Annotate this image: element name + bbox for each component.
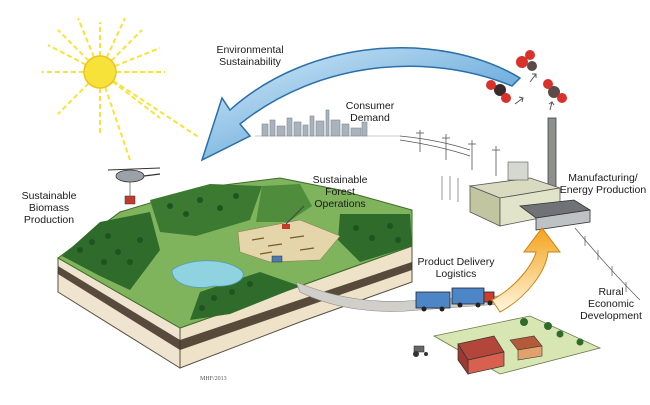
label-sustainable-forest-operations: Sustainable Forest Operations — [312, 174, 368, 210]
farm — [413, 315, 602, 376]
sun-icon — [42, 17, 201, 161]
truck-icon — [415, 287, 495, 312]
label-rural-economic-development: Rural Economic Development — [580, 286, 642, 322]
barn-icon — [457, 335, 505, 376]
power-lines — [399, 130, 500, 176]
artist-signature: MHF/2013 — [200, 376, 227, 382]
factory-icon — [441, 117, 592, 231]
lake — [171, 260, 244, 288]
label-product-delivery-logistics: Product Delivery Logistics — [417, 256, 495, 280]
environmental-sustainability-arrow — [200, 46, 522, 162]
helicopter-icon — [107, 167, 161, 205]
forest-block — [57, 177, 413, 369]
city-skyline — [255, 109, 400, 137]
label-sustainable-biomass-production: Sustainable Biomass Production — [21, 190, 77, 226]
label-consumer-demand: Consumer Demand — [345, 100, 395, 124]
delivery-arrow — [491, 227, 561, 313]
co2-molecule-icon — [486, 50, 567, 111]
fence-line — [574, 227, 641, 301]
label-manufacturing-energy-production: Manufacturing/ Energy Production — [559, 172, 647, 196]
label-environmental-sustainability: Environmental Sustainability — [216, 44, 284, 68]
tractor-icon — [413, 345, 428, 357]
